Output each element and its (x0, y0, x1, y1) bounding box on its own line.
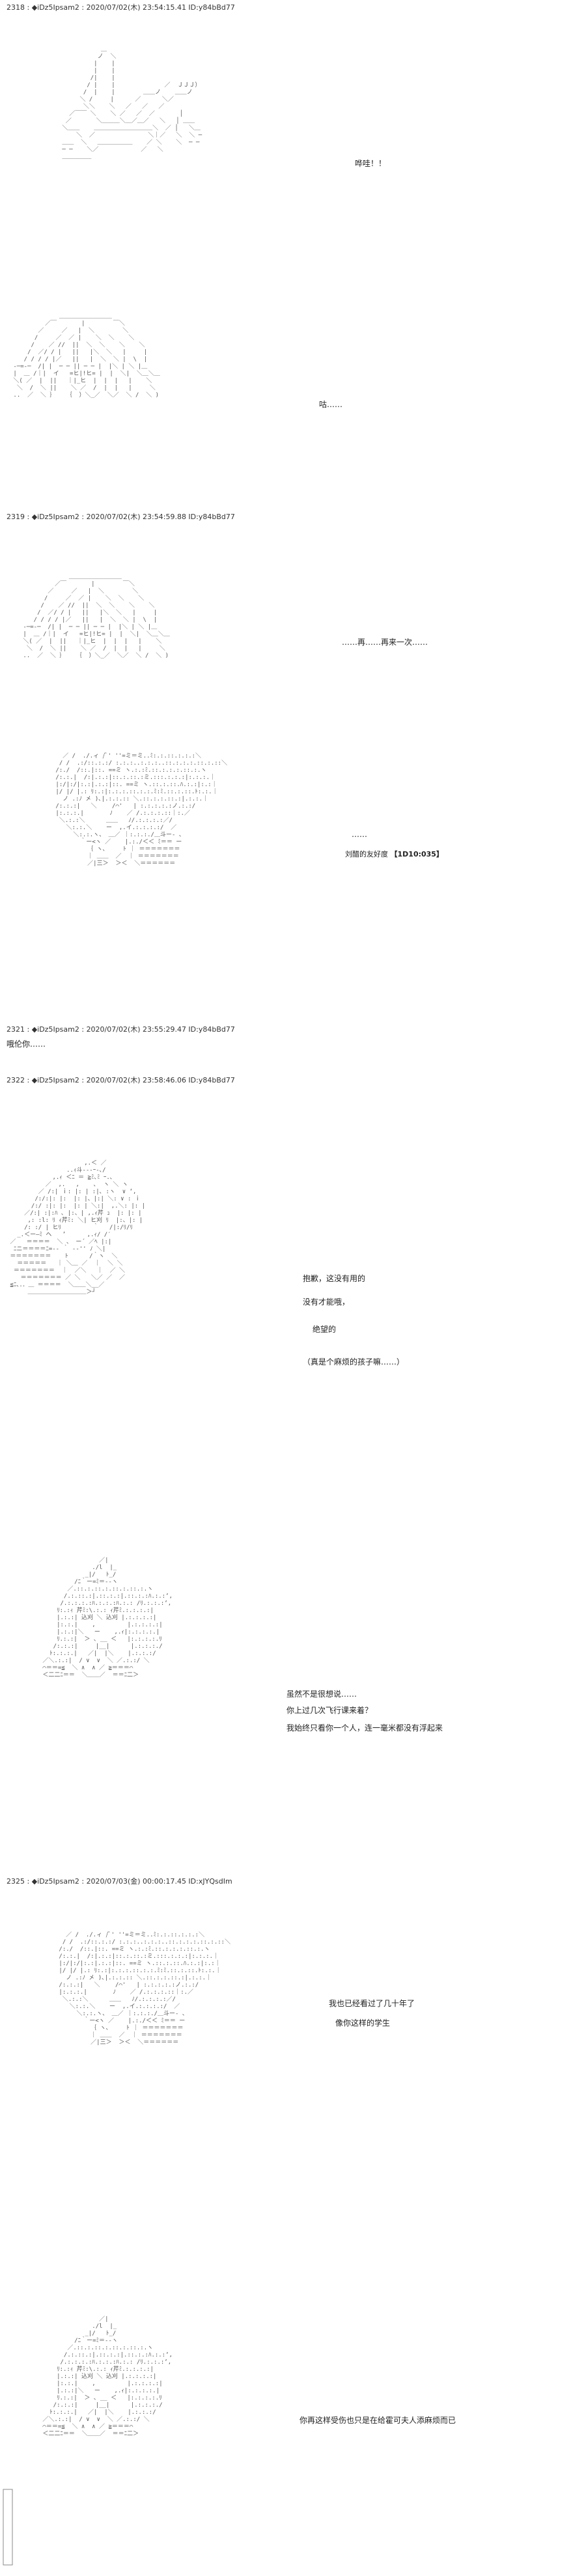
ascii-art-figure: ／ / ./.ィ /ﾞ' ''=ミ＝ミ..ﾐ:.:.::.:.:.:＼ / / … (55, 753, 228, 867)
ascii-art-figure: ＿ ノ ＼ | | | | /| | / | | ／ ＪＪＪ） / | | ＿＿… (62, 46, 202, 160)
affection-roll-value: 【1D10:035】 (390, 850, 443, 858)
dialogue-line: 咕…… (319, 400, 343, 409)
dialogue-line: 绝望的 (313, 1325, 337, 1334)
post-header: 2319 : ◆iDz5Ipsam2 : 2020/07/02(木) 23:54… (7, 513, 235, 521)
dialogue-line: （真是个麻烦的孩子嘛……） (303, 1357, 405, 1366)
post-header: 2321 : ◆iDz5Ipsam2 : 2020/07/02(木) 23:55… (7, 1025, 235, 1034)
ascii-art-figure: ＿＿＿＿＿＿＿＿＿ ／￣ | ￣＼ ／ ／ | ＼ ＼ / ／ ／ | ＼ ＼ … (13, 313, 160, 399)
dialogue-line: …… (352, 830, 367, 839)
ascii-art-figure: ／ / ./.ィ /ﾞ' ''=ミ＝ミ..ﾐ:.:.::.:.:.:＼ / / … (59, 1932, 231, 2046)
ascii-art-figure: ／| ./l |_ _|/ ﾄ_/ /ﾆ｀ー=ﾐ＝-‐ヽ ／.::.:.::.:… (42, 2316, 173, 2437)
dialogue-line: 我始终只看你一个人，连一毫米都没有浮起来 (286, 1723, 443, 1733)
dialogue-line: 抱歉，这没有用的 (303, 1274, 366, 1283)
dialogue-line: 你上过几次飞行课来着？ (286, 1706, 373, 1715)
dialogue-line: 我也已经看过了几十年了 (329, 1999, 415, 2008)
affection-roll-label: 刘醋的友好度 【1D10:035】 (345, 849, 443, 859)
post-header: 2322 : ◆iDz5Ipsam2 : 2020/07/02(木) 23:58… (7, 1076, 235, 1084)
ascii-art-figure: ,.＜ ／ ..ｨ斗-‐-ｰ-､/ ,.ｨ ＜ﾆ ＝ ≧ﾐ､ﾐ ｰ.､ ／ ,.… (10, 1160, 146, 1295)
dialogue-line: 像你这样的学生 (335, 2018, 391, 2028)
post-header: 2325 : ◆iDz5Ipsam2 : 2020/07/03(金) 00:00… (7, 1877, 232, 1886)
ascii-art-figure: ／| ./l |_ _|/ ﾄ_/ /ﾆ｀ー=ﾐ＝-‐ヽ ／.::.:.::.:… (42, 1557, 173, 1678)
dialogue-line: 哦伦你…… (7, 1040, 46, 1049)
dialogue-line: 虽然不是很想说…… (286, 1690, 357, 1699)
post-header: 2318 : ◆iDz5Ipsam2 : 2020/07/02(木) 23:54… (7, 3, 235, 12)
dialogue-line: 你再这样受伤也只是在给霍可夫人添麻烦而已 (299, 2416, 456, 2425)
dialogue-line: 哗哇！！ (355, 159, 387, 168)
dialogue-line: ……再……再来一次…… (342, 638, 428, 647)
ascii-art-figure: ＿＿＿＿＿＿＿＿＿ ／￣ | ￣＼ ／ ／ | ＼ ＼ / ／ ／ | ＼ ＼ … (23, 574, 170, 659)
affection-label-text: 刘醋的友好度 (345, 850, 388, 858)
dialogue-line: 没有才能哦， (303, 1297, 350, 1307)
site-logo-icon: dmzj (3, 2489, 13, 2566)
